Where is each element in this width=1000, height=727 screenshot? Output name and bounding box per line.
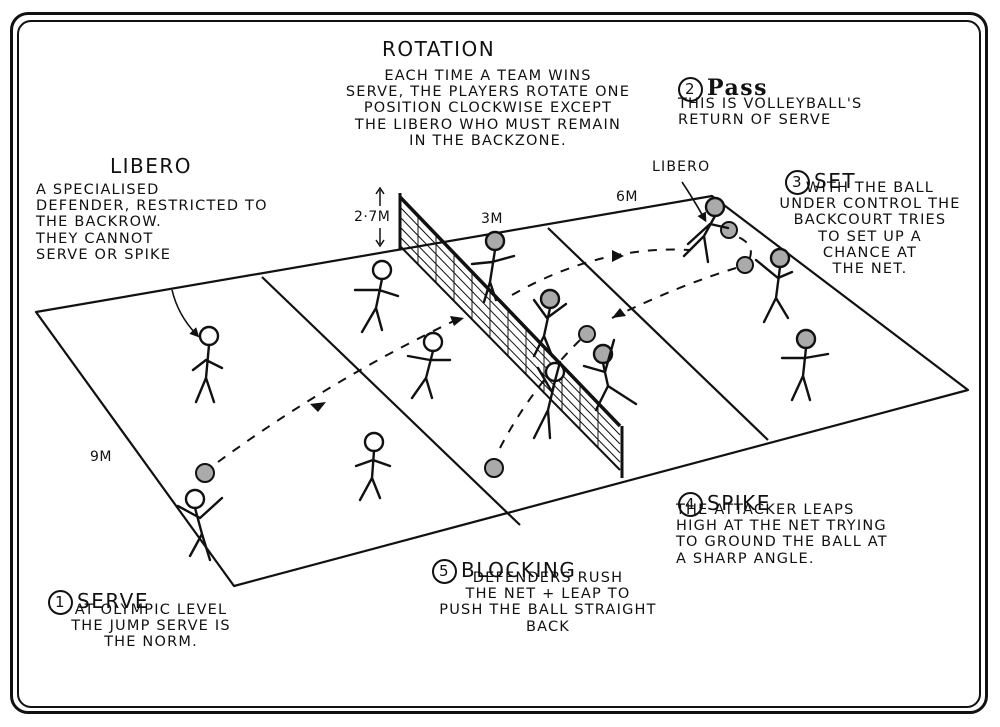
players <box>176 196 830 562</box>
inner-frame <box>17 20 981 708</box>
libero-body: A SPECIALISED DEFENDER, RESTRICTED TO TH… <box>36 182 268 263</box>
player-setter <box>754 247 794 324</box>
attack-line-left <box>261 276 521 526</box>
player-back-left <box>354 431 392 502</box>
net-height-label: 2·7M <box>354 209 391 225</box>
ball-spike <box>578 325 596 343</box>
libero-tag-pointer <box>681 181 707 223</box>
player-front-right <box>470 230 516 304</box>
net-mesh-horizontal <box>399 206 621 463</box>
serve-title: SERVE <box>77 589 149 614</box>
net-bottom <box>399 245 621 471</box>
outer-frame <box>10 12 988 714</box>
player-libero-left <box>191 325 224 404</box>
spike-number: 4 <box>678 492 703 518</box>
rotation-body: EACH TIME A TEAM WINS SERVE, THE PLAYERS… <box>345 68 631 149</box>
attack-path <box>611 267 737 319</box>
player-blocker-1 <box>532 288 568 358</box>
serve-body: AT OLYMPIC LEVEL THE JUMP SERVE IS THE N… <box>71 602 231 651</box>
set-body: WITH THE BALL UNDER CONTROL THE BACKCOUR… <box>779 180 961 278</box>
pointer-lines <box>171 181 707 338</box>
pass-number: 2 <box>678 77 703 103</box>
spike-title: SPIKE <box>707 491 771 516</box>
player-blocker-2 <box>532 360 566 440</box>
serve-number: 1 <box>48 590 73 616</box>
pass-body: THIS IS VOLLEYBALL'S RETURN OF SERVE <box>678 96 863 129</box>
libero-pointer <box>171 289 200 338</box>
libero-title: LIBERO <box>110 154 193 178</box>
player-spiker <box>582 338 638 412</box>
balls <box>195 221 754 483</box>
ball-set <box>736 256 754 274</box>
blocking-body: DEFENDERS RUSH THE NET + LEAP TO PUSH TH… <box>439 570 657 635</box>
path-arrows <box>310 250 626 412</box>
set-title: SET <box>814 169 857 194</box>
player-front-left <box>353 259 400 334</box>
court-width-label: 9M <box>90 449 112 465</box>
net-mesh-vertical <box>417 216 599 448</box>
libero-tag: LIBERO <box>652 159 711 175</box>
player-middle-left <box>406 331 452 400</box>
block-path <box>499 339 581 449</box>
ball-block <box>484 458 504 478</box>
net-top <box>398 195 622 428</box>
rotation-title: ROTATION <box>382 37 496 61</box>
set-number: 3 <box>785 170 810 196</box>
court-outline <box>34 194 970 588</box>
attack-line-label: 3M <box>481 211 503 227</box>
ball-serve <box>195 463 215 483</box>
spike-body: THE ATTACKER LEAPS HIGH AT THE NET TRYIN… <box>676 502 888 567</box>
back-line-left <box>355 262 456 545</box>
net <box>398 193 624 478</box>
court-half-label: 6M <box>616 189 638 205</box>
player-server <box>176 488 224 562</box>
blocking-number: 5 <box>432 559 457 585</box>
ball-pass <box>720 221 738 239</box>
blocking-title: BLOCKING <box>461 558 577 583</box>
net-height-marker <box>375 186 385 248</box>
pass-title: Pass <box>707 75 768 102</box>
player-back-right <box>780 328 830 402</box>
pass-path <box>511 248 691 296</box>
player-libero-right <box>682 196 730 264</box>
